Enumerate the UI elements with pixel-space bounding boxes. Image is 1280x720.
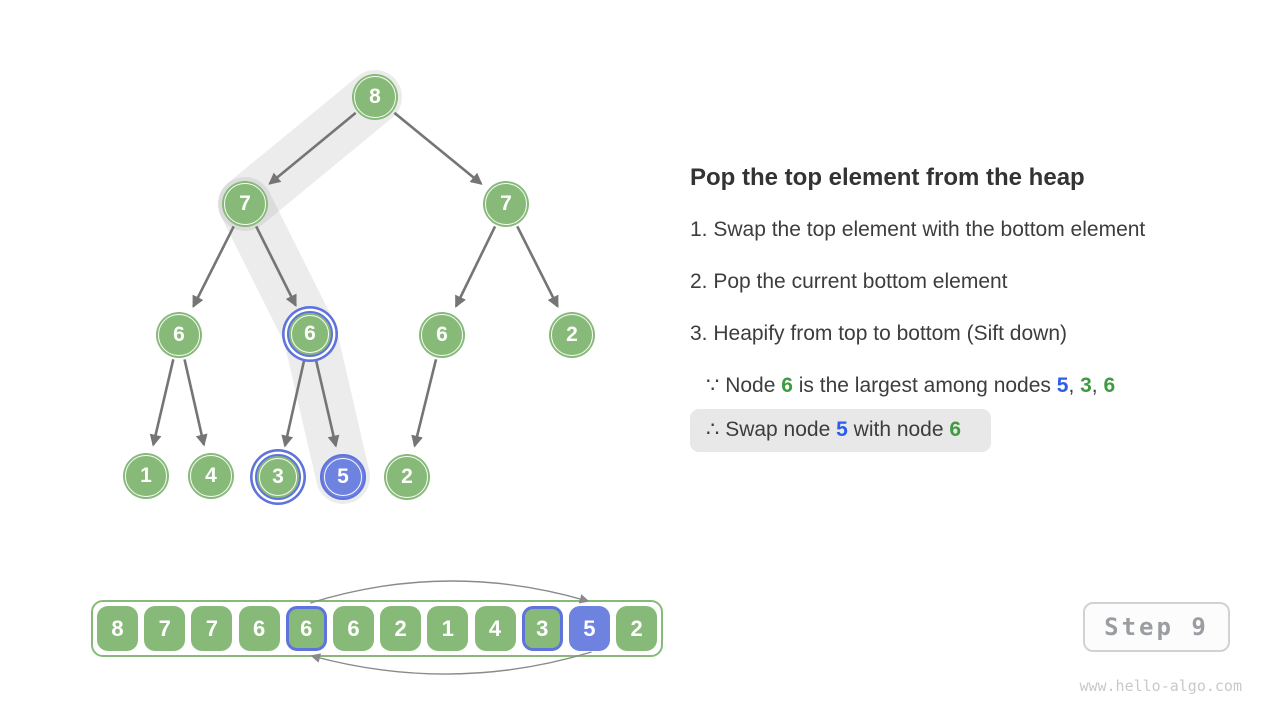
array-cell-0: 8: [97, 606, 138, 651]
tree-node-1: 1: [123, 453, 169, 499]
text-segment: is the largest among nodes: [792, 374, 1057, 397]
tree-edge: [183, 359, 208, 447]
tree-edge: [516, 225, 559, 309]
tree-node-4: 4: [188, 453, 234, 499]
cell-value: 7: [158, 615, 171, 641]
array-cell-10: 5: [568, 606, 610, 651]
node-ref-green: 6: [949, 418, 962, 441]
text-segment: ,: [1068, 374, 1081, 397]
tree-edge: [393, 111, 483, 185]
tree-edge: [411, 358, 438, 448]
node-value: 4: [205, 464, 217, 487]
array-cell-5: 6: [332, 606, 374, 651]
cell-value: 6: [252, 615, 266, 641]
instruction-step-3: 3. Heapify from top to bottom (Sift down…: [690, 322, 1067, 345]
node-value: 7: [239, 192, 251, 215]
tree-edge: [281, 358, 306, 448]
node-value: 5: [337, 465, 349, 488]
step-badge: Step 9: [1083, 602, 1230, 652]
explanation-panel: Pop the top element from the heap 1. Swa…: [690, 165, 1250, 452]
cell-value: 5: [583, 615, 596, 641]
node-ref-green: 6: [781, 374, 793, 397]
node-ref-green: 3: [1080, 374, 1092, 397]
array-cell-2: 7: [191, 606, 233, 651]
array-cell-4: 6: [285, 606, 327, 651]
node-value: 2: [401, 465, 413, 488]
tree-edge: [268, 111, 357, 185]
tree-node-2: 2: [384, 454, 430, 500]
array-cell-8: 4: [474, 606, 516, 651]
array-cell-3: 6: [238, 606, 280, 651]
tree-edge: [255, 225, 297, 307]
because-note: ∵ Node 6 is the largest among nodes 5, 3…: [706, 374, 1250, 398]
cell-value: 2: [394, 615, 407, 641]
array-cell-1: 7: [144, 606, 186, 651]
instruction-step-2: 2. Pop the current bottom element: [690, 270, 1008, 293]
node-value: 6: [304, 322, 316, 345]
tree-node-2: 2: [549, 312, 595, 358]
node-value: 6: [436, 323, 448, 346]
therefore-note: ∴ Swap node 5 with node 6: [690, 409, 992, 452]
text-segment: ∵ Node: [706, 374, 782, 397]
tree-node-6: 6: [419, 312, 465, 358]
cell-value: 8: [111, 615, 124, 641]
tree-node-5: 5: [320, 454, 366, 500]
watermark: www.hello-algo.com: [1079, 677, 1242, 695]
text-segment: with node: [847, 418, 950, 441]
cell-value: 6: [300, 615, 313, 641]
cell-value: 6: [347, 615, 360, 641]
cell-value: 1: [441, 615, 454, 641]
tree-node-6: 6: [156, 312, 202, 358]
array-cell-6: 2: [380, 606, 422, 651]
tree-node-3: 3: [255, 454, 301, 500]
node-ref-blue: 5: [836, 418, 848, 441]
tree-node-7: 7: [222, 181, 268, 227]
tree-edge: [454, 225, 497, 308]
tree-edge: [149, 359, 175, 447]
tree-node-8: 8: [352, 74, 398, 120]
cell-value: 4: [488, 615, 502, 641]
heap-array: 8 7 7 6 6 6 2 1 4 3 5 2: [91, 600, 663, 657]
cell-value: 2: [630, 615, 643, 641]
text-segment: ,: [1091, 374, 1104, 397]
cell-value: 7: [205, 615, 218, 641]
array-cell-11: 2: [616, 606, 658, 651]
node-value: 1: [140, 464, 152, 487]
tree-node-6: 6: [287, 311, 333, 357]
array-cell-9: 3: [521, 606, 563, 651]
node-ref-green: 6: [1103, 374, 1116, 397]
instruction-step-1: 1. Swap the top element with the bottom …: [690, 218, 1146, 241]
array-cell-7: 1: [427, 606, 469, 651]
cell-value: 3: [536, 615, 549, 641]
panel-title: Pop the top element from the heap: [690, 164, 1085, 191]
tree-edge: [192, 225, 235, 309]
tree-edge: [314, 358, 340, 448]
tree-node-7: 7: [483, 181, 529, 227]
node-value: 3: [272, 465, 284, 488]
node-value: 2: [566, 323, 578, 346]
text-segment: ∴ Swap node: [706, 418, 837, 441]
node-ref-blue: 5: [1056, 374, 1069, 397]
node-value: 6: [173, 323, 185, 346]
node-value: 8: [369, 85, 381, 108]
node-value: 7: [500, 192, 512, 215]
